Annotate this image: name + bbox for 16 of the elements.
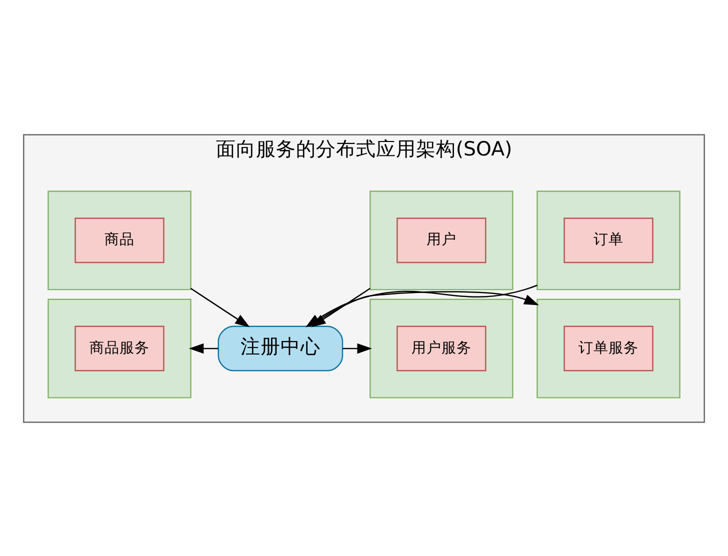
cluster: [48, 298, 192, 398]
node-box: 订单: [564, 217, 654, 263]
node-box: 用户服务: [396, 325, 486, 371]
arrow: [188, 342, 218, 354]
cluster: [370, 298, 514, 398]
node-box: 订单服务: [564, 325, 654, 371]
node-box: 商品服务: [74, 325, 164, 371]
arrow: [190, 287, 250, 327]
node-box: 商品: [74, 217, 164, 263]
cluster: [370, 190, 514, 290]
cluster: [48, 190, 192, 290]
cluster: [536, 190, 680, 290]
node-box: 用户: [396, 217, 486, 263]
cluster: [536, 298, 680, 398]
arrow: [342, 342, 372, 354]
node-box: 注册中心: [218, 325, 344, 371]
